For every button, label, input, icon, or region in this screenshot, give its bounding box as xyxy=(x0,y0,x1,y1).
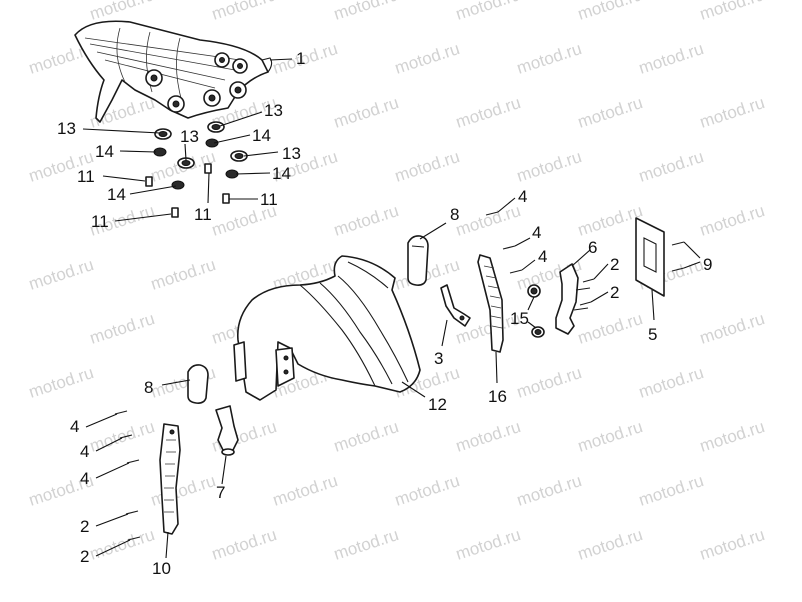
watermark-text: motod.ru xyxy=(26,363,96,402)
watermark-text: motod.ru xyxy=(575,201,645,240)
watermark-text: motod.ru xyxy=(697,0,767,24)
callout-8: 8 xyxy=(144,378,153,397)
callout-2: 2 xyxy=(610,255,619,274)
rubber-strip-lower xyxy=(187,364,209,404)
callout-13: 13 xyxy=(180,127,199,146)
callout-14: 14 xyxy=(272,164,291,183)
callout-4: 4 xyxy=(70,417,79,436)
bolts xyxy=(114,211,685,541)
watermark-text: motod.ru xyxy=(636,363,706,402)
right-fender-stay xyxy=(477,254,504,353)
watermark-text: motod.ru xyxy=(697,93,767,132)
watermark-text: motod.ru xyxy=(331,201,401,240)
watermark-text: motod.ru xyxy=(331,93,401,132)
watermark-text: motod.ru xyxy=(148,255,218,294)
front-fender-part xyxy=(233,255,421,401)
nuts-part xyxy=(527,284,545,338)
seat-part xyxy=(74,20,273,123)
callout-4: 4 xyxy=(532,223,541,242)
callout-2: 2 xyxy=(80,547,89,566)
callout-13: 13 xyxy=(57,119,76,138)
watermark-text: motod.ru xyxy=(636,147,706,186)
watermark-text: motod.ru xyxy=(26,255,96,294)
callout-11: 11 xyxy=(77,167,95,186)
watermark-text: motod.ru xyxy=(453,201,523,240)
callout-4: 4 xyxy=(538,247,547,266)
small-bracket-part xyxy=(440,284,471,327)
watermark-text: motod.ru xyxy=(87,0,157,24)
bracket-plate-part xyxy=(555,263,591,335)
watermark-text: motod.ru xyxy=(453,417,523,456)
callout-3: 3 xyxy=(434,349,443,368)
callout-5: 5 xyxy=(648,325,657,344)
seat-mount-holes xyxy=(145,52,248,113)
left-fender-stay xyxy=(159,423,181,535)
callout-8: 8 xyxy=(450,205,459,224)
watermark-text: motod.ru xyxy=(331,417,401,456)
watermark-text: motod.ru xyxy=(636,39,706,78)
watermark-text: motod.ru xyxy=(331,0,401,24)
watermark-text: motod.ru xyxy=(392,147,462,186)
watermark-text: motod.ru xyxy=(514,471,584,510)
watermark-text: motod.ru xyxy=(697,417,767,456)
callout-labels: 1 13 13 13 14 14 13 11 14 14 11 11 11 8 … xyxy=(57,49,712,578)
watermark-text: motod.ru xyxy=(331,525,401,564)
callout-10: 10 xyxy=(152,559,171,578)
callout-2: 2 xyxy=(80,517,89,536)
watermark-text: motod.ru xyxy=(636,471,706,510)
watermark-text: motod.ru xyxy=(575,0,645,24)
watermark-text: motod.ru xyxy=(87,525,157,564)
callout-14: 14 xyxy=(95,142,114,161)
watermark-text: motod.ru xyxy=(514,147,584,186)
watermark-text: motod.ru xyxy=(453,525,523,564)
callout-4: 4 xyxy=(518,187,527,206)
watermark-text: motod.ru xyxy=(575,525,645,564)
watermark-text: motod.ru xyxy=(697,201,767,240)
callout-16: 16 xyxy=(488,387,507,406)
watermark-text: motod.ru xyxy=(87,309,157,348)
callout-1: 1 xyxy=(296,49,305,68)
leader-lines xyxy=(82,58,701,559)
callout-13: 13 xyxy=(264,101,283,120)
watermark-text: motod.ru xyxy=(575,93,645,132)
callout-2: 2 xyxy=(610,283,619,302)
callout-11: 11 xyxy=(91,212,109,231)
watermark-text: motod.ru xyxy=(270,471,340,510)
watermark-text: motod.ru xyxy=(575,309,645,348)
watermark-text: motod.ru xyxy=(575,417,645,456)
watermark-text: motod.ru xyxy=(453,93,523,132)
callout-14: 14 xyxy=(107,185,126,204)
callout-9: 9 xyxy=(703,255,712,274)
watermark-text: motod.ru xyxy=(392,471,462,510)
callout-12: 12 xyxy=(428,395,447,414)
callout-6: 6 xyxy=(588,238,597,257)
callout-15: 15 xyxy=(510,309,529,328)
callout-4: 4 xyxy=(80,442,89,461)
watermark-text: motod.ru xyxy=(514,363,584,402)
callout-4: 4 xyxy=(80,469,89,488)
callout-11: 11 xyxy=(194,205,212,224)
watermark-text: motod.ru xyxy=(148,471,218,510)
callout-11: 11 xyxy=(260,190,278,209)
watermark-text: motod.ru xyxy=(209,0,279,24)
callout-14: 14 xyxy=(252,126,271,145)
callout-13: 13 xyxy=(282,144,301,163)
watermark-text: motod.ru xyxy=(209,525,279,564)
clip-part xyxy=(215,405,239,456)
reflector-part xyxy=(635,217,665,297)
watermark-text: motod.ru xyxy=(697,309,767,348)
rubber-strip-upper xyxy=(407,235,429,286)
watermark-text: motod.ru xyxy=(453,0,523,24)
watermark-text: motod.ru xyxy=(392,39,462,78)
watermark-text: motod.ru xyxy=(514,39,584,78)
callout-7: 7 xyxy=(216,483,225,502)
watermark-text: motod.ru xyxy=(697,525,767,564)
